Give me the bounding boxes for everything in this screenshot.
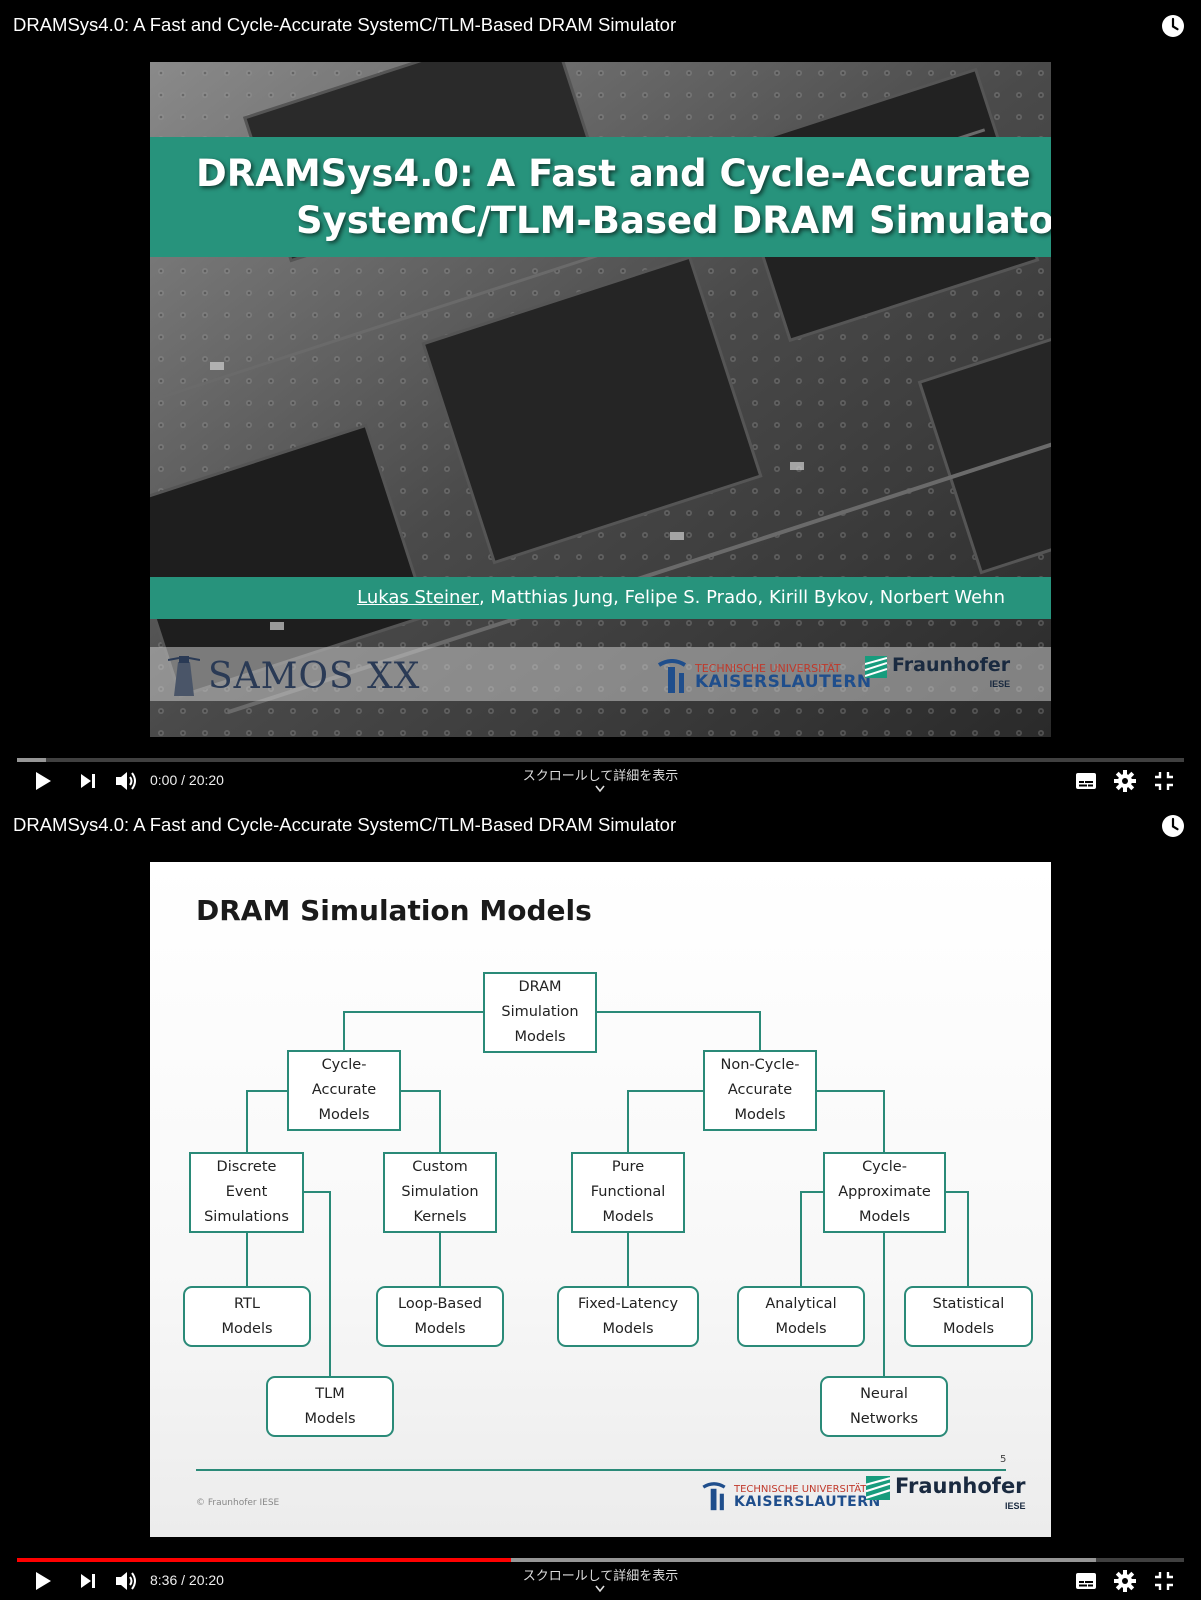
- exit-fullscreen-icon: [1155, 1572, 1173, 1590]
- node-cycle-approximate: Cycle- Approximate Models: [823, 1152, 946, 1233]
- tu-kaiserslautern-logo: TECHNISCHE UNIVERSITÄT KAISERSLAUTERN: [655, 659, 872, 695]
- slide-title-line1: DRAMSys4.0: A Fast and Cycle-Accurate: [196, 152, 1031, 195]
- fraunhofer-logo: Fraunhofer IESE: [866, 1476, 1026, 1511]
- node-analytical: Analytical Models: [737, 1286, 865, 1347]
- tu-kaiserslautern-logo: TECHNISCHE UNIVERSITÄT KAISERSLAUTERN: [700, 1482, 881, 1512]
- tuk-top-text: TECHNISCHE UNIVERSITÄT: [734, 1484, 867, 1495]
- watch-later-icon[interactable]: [1161, 14, 1185, 38]
- exit-fullscreen-icon: [1155, 772, 1173, 790]
- lighthouse-icon: [168, 656, 200, 696]
- watch-later-icon[interactable]: [1161, 814, 1185, 838]
- chevron-down-icon[interactable]: [594, 1584, 606, 1594]
- subtitles-icon: [1076, 773, 1096, 789]
- fraunhofer-sub: IESE: [1005, 1501, 1026, 1511]
- models-slide: DRAM Simulation Models: [150, 862, 1051, 1537]
- progress-played: [17, 1558, 511, 1562]
- fraunhofer-text: Fraunhofer: [895, 1474, 1026, 1498]
- next-icon: [81, 1574, 95, 1588]
- node-cycle-accurate: Cycle- Accurate Models: [287, 1050, 401, 1131]
- logo-band: [150, 647, 1051, 701]
- settings-button[interactable]: [1112, 768, 1138, 794]
- tuk-bottom-text: KAISERSLAUTERN: [734, 1494, 881, 1510]
- progress-bar[interactable]: [17, 1558, 1184, 1562]
- tuk-mark-icon: [702, 1482, 726, 1511]
- volume-icon: [116, 1572, 136, 1590]
- node-tlm-models: TLM Models: [266, 1376, 394, 1437]
- slide-title: DRAM Simulation Models: [196, 894, 592, 927]
- video-frame[interactable]: DRAMSys4.0: A Fast and Cycle-Accurate Sy…: [150, 62, 1051, 737]
- fraunhofer-mark-icon: [866, 1476, 890, 1500]
- samos-logo: SAMOS XX: [168, 654, 420, 698]
- progress-buffered: [17, 758, 47, 762]
- chevron-down-icon[interactable]: [594, 784, 606, 794]
- copyright: © Fraunhofer IESE: [196, 1498, 280, 1508]
- settings-icon: [1114, 770, 1136, 792]
- exit-fullscreen-button[interactable]: [1151, 1568, 1177, 1594]
- fraunhofer-text: Fraunhofer: [892, 654, 1011, 676]
- author-band: [150, 577, 1051, 619]
- node-fixed-latency: Fixed-Latency Models: [557, 1286, 699, 1347]
- video-player-2[interactable]: DRAMSys4.0: A Fast and Cycle-Accurate Sy…: [0, 800, 1201, 1600]
- title-band: [150, 137, 1051, 257]
- next-button[interactable]: [75, 768, 101, 794]
- fraunhofer-mark-icon: [865, 656, 887, 678]
- next-icon: [81, 774, 95, 788]
- progress-buffered: [17, 1558, 1097, 1562]
- subtitles-button[interactable]: [1073, 768, 1099, 794]
- authors: Lukas Steiner, Matthias Jung, Felipe S. …: [357, 587, 1005, 608]
- volume-icon: [116, 772, 136, 790]
- time-display: 0:00 / 20:20: [150, 772, 224, 788]
- node-discrete-event: Discrete Event Simulations: [189, 1152, 304, 1233]
- node-rtl-models: RTL Models: [183, 1286, 311, 1347]
- samos-text: SAMOS XX: [208, 655, 421, 697]
- settings-icon: [1114, 1570, 1136, 1592]
- volume-button[interactable]: [113, 768, 139, 794]
- tuk-top-text: TECHNISCHE UNIVERSITÄT: [695, 662, 841, 675]
- play-button[interactable]: [30, 768, 56, 794]
- node-statistical: Statistical Models: [904, 1286, 1033, 1347]
- tuk-bottom-text: KAISERSLAUTERN: [695, 672, 872, 692]
- video-frame[interactable]: DRAM Simulation Models: [150, 862, 1051, 1537]
- subtitles-button[interactable]: [1073, 1568, 1099, 1594]
- author-first: Lukas Steiner: [357, 587, 479, 608]
- scroll-hint[interactable]: スクロールして詳細を表示: [522, 769, 679, 784]
- play-icon: [36, 1572, 51, 1590]
- scroll-hint[interactable]: スクロールして詳細を表示: [522, 1569, 679, 1584]
- settings-button[interactable]: [1112, 1568, 1138, 1594]
- tuk-mark-icon: [657, 659, 687, 693]
- node-custom-kernels: Custom Simulation Kernels: [383, 1152, 497, 1233]
- authors-rest: , Matthias Jung, Felipe S. Prado, Kirill…: [478, 587, 1005, 608]
- video-title[interactable]: DRAMSys4.0: A Fast and Cycle-Accurate Sy…: [13, 14, 677, 35]
- subtitles-icon: [1076, 1573, 1096, 1589]
- title-slide: DRAMSys4.0: A Fast and Cycle-Accurate Sy…: [150, 62, 1051, 737]
- page-number: 5: [1000, 1454, 1007, 1465]
- slide-title-line2: SystemC/TLM-Based DRAM Simulator: [296, 199, 1051, 242]
- next-button[interactable]: [75, 1568, 101, 1594]
- node-non-cycle-accurate: Non-Cycle- Accurate Models: [703, 1050, 817, 1131]
- node-loop-based: Loop-Based Models: [376, 1286, 504, 1347]
- exit-fullscreen-button[interactable]: [1151, 768, 1177, 794]
- video-title[interactable]: DRAMSys4.0: A Fast and Cycle-Accurate Sy…: [13, 814, 677, 835]
- video-player-1[interactable]: DRAMSys4.0: A Fast and Cycle-Accurate Sy…: [0, 0, 1201, 800]
- progress-bar[interactable]: [17, 758, 1184, 762]
- node-pure-functional: Pure Functional Models: [571, 1152, 685, 1233]
- node-dram-simulation-models: DRAM Simulation Models: [483, 972, 597, 1053]
- time-display: 8:36 / 20:20: [150, 1572, 224, 1588]
- fraunhofer-logo: Fraunhofer IESE: [865, 656, 1010, 689]
- volume-button[interactable]: [113, 1568, 139, 1594]
- footer-rule: [196, 1469, 1006, 1471]
- tree-connectors: [246, 1011, 969, 1376]
- play-button[interactable]: [30, 1568, 56, 1594]
- node-neural-networks: Neural Networks: [820, 1376, 948, 1437]
- play-icon: [36, 772, 51, 790]
- fraunhofer-sub: IESE: [989, 679, 1011, 689]
